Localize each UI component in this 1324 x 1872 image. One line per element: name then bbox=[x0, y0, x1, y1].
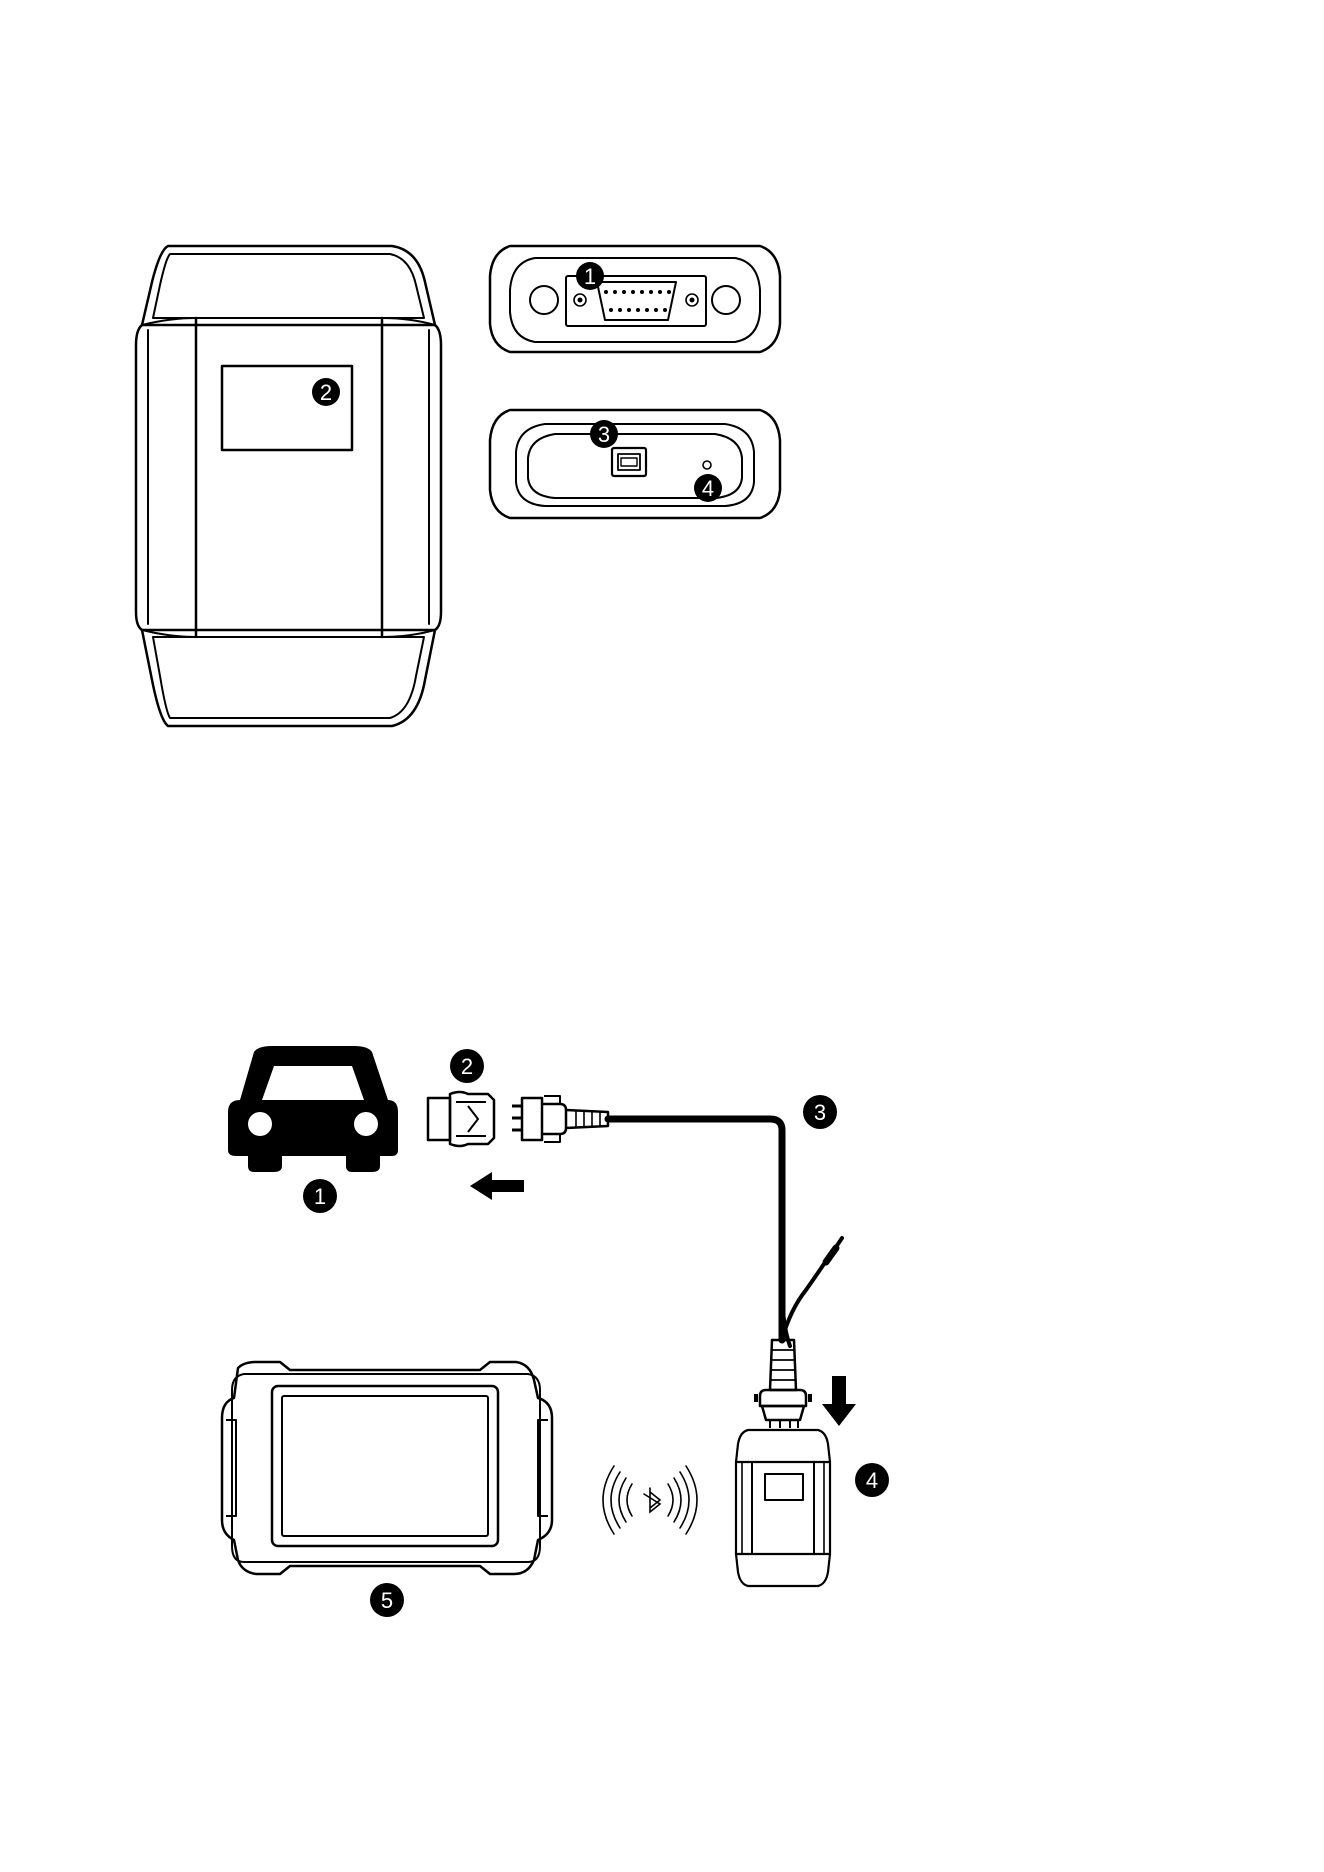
obd-pin bbox=[645, 308, 649, 312]
vci-usb-end-view bbox=[490, 410, 780, 518]
obd-pin bbox=[622, 290, 626, 294]
callout-main-cable: 3 bbox=[803, 1095, 837, 1129]
callout-obd-adapter: 2 bbox=[450, 1049, 484, 1083]
obd-pin bbox=[613, 290, 617, 294]
vci-obd-end-view bbox=[490, 246, 780, 352]
vci-box bbox=[736, 1430, 830, 1586]
callout-obd-port-label: 1 bbox=[584, 264, 596, 289]
callout-vci-box: 4 bbox=[855, 1463, 889, 1497]
obd-pin bbox=[627, 308, 631, 312]
vci-front-view bbox=[136, 246, 441, 726]
callout-front-panel: 2 bbox=[312, 378, 340, 406]
tablet bbox=[222, 1362, 552, 1574]
callout-tablet: 5 bbox=[370, 1583, 404, 1617]
callout-usb-port: 3 bbox=[590, 420, 618, 448]
obd-pin bbox=[640, 290, 644, 294]
bluetooth-icon bbox=[603, 1466, 697, 1534]
cable-db15-connector bbox=[512, 1096, 608, 1142]
obd-pin bbox=[609, 308, 613, 312]
callout-vehicle-label: 1 bbox=[314, 1184, 326, 1209]
obd-pin bbox=[667, 290, 671, 294]
obd-pin bbox=[618, 308, 622, 312]
cable-vci-connector bbox=[756, 1340, 810, 1428]
obd-pin bbox=[658, 290, 662, 294]
callout-tablet-label: 5 bbox=[381, 1588, 393, 1613]
callout-main-cable-label: 3 bbox=[814, 1100, 826, 1125]
car-icon bbox=[228, 1046, 398, 1172]
callout-vci-box-label: 4 bbox=[866, 1468, 878, 1493]
callout-vehicle: 1 bbox=[303, 1179, 337, 1213]
main-cable bbox=[608, 1119, 842, 1346]
obd-pins bbox=[604, 290, 671, 312]
callout-usb-port-label: 3 bbox=[598, 422, 610, 447]
callout-obd-port: 1 bbox=[576, 262, 604, 290]
obd-adapter bbox=[428, 1092, 494, 1146]
obd-pin bbox=[649, 290, 653, 294]
obd-pin bbox=[636, 308, 640, 312]
obd-pin bbox=[604, 290, 608, 294]
callout-front-panel-label: 2 bbox=[320, 380, 332, 405]
callout-indicator-led: 4 bbox=[694, 474, 722, 502]
obd-pin bbox=[631, 290, 635, 294]
obd-pin bbox=[654, 308, 658, 312]
callout-indicator-led-label: 4 bbox=[702, 476, 714, 501]
callout-obd-adapter-label: 2 bbox=[461, 1054, 473, 1079]
arrow-icon-left bbox=[470, 1172, 524, 1200]
obd-pin bbox=[663, 308, 667, 312]
arrow-icon-down bbox=[822, 1376, 856, 1426]
